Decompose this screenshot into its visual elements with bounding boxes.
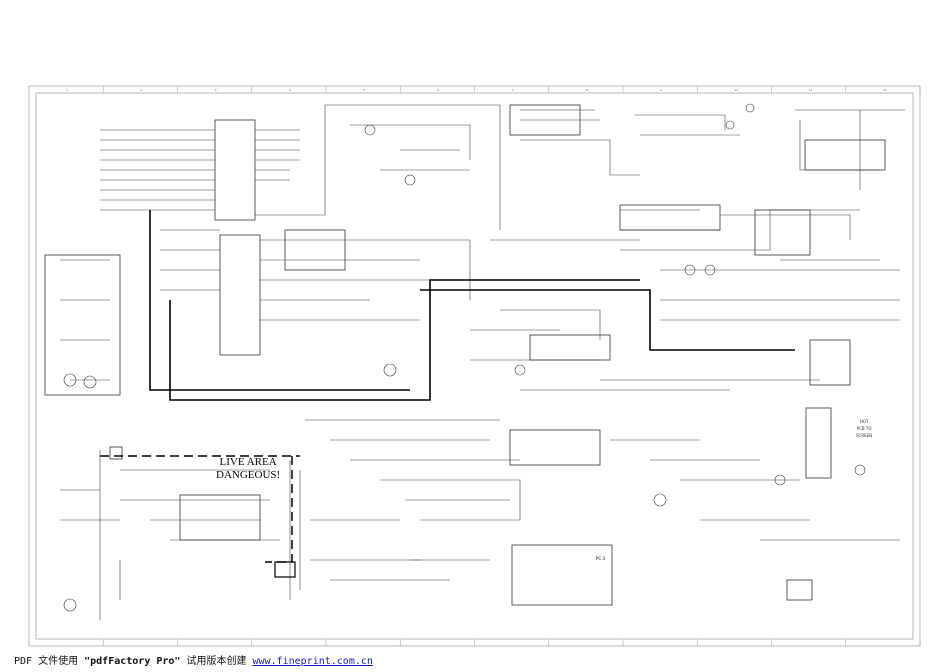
frame-column-label: 2 — [140, 88, 142, 92]
footer-product: "pdfFactory Pro" — [84, 656, 181, 667]
live-area-line-1: LIVE AREA — [219, 456, 277, 468]
note-line-3: SCREEN — [856, 433, 873, 438]
frame-column-label: 3 — [215, 88, 217, 92]
frame-column-label: 10 — [734, 88, 738, 92]
components — [63, 103, 866, 612]
note-line-1: HOT — [859, 419, 869, 424]
footer-prefix: PDF 文件使用 — [14, 656, 85, 667]
frame-column-label: 6 — [437, 88, 439, 92]
frame-column-label: 1 — [66, 88, 68, 92]
wires — [60, 104, 905, 620]
live-area-boundary — [100, 455, 300, 578]
frame-column-label: 4 — [289, 88, 291, 92]
frame-column-label: 12 — [883, 88, 887, 92]
footer-suffix: 试用版本创建 — [180, 656, 253, 667]
frame-column-label: 5 — [363, 88, 365, 92]
pcb-note: HOT PCB TO SCREEN — [856, 418, 872, 439]
ic-chips — [44, 104, 886, 606]
frame-column-label: 11 — [809, 88, 813, 92]
pc-label: PC 3 — [596, 556, 606, 561]
frame-ticks — [102, 86, 921, 646]
footer-watermark: PDF 文件使用 "pdfFactory Pro" 试用版本创建 www.fin… — [14, 652, 373, 667]
live-area-warning: LIVE AREA DANGEOUS! — [216, 456, 280, 482]
frame-column-label: 9 — [660, 88, 662, 92]
footer-link[interactable]: www.fineprint.com.cn — [252, 656, 373, 667]
live-area-line-2: DANGEOUS! — [216, 469, 281, 481]
frame-column-label: 7 — [512, 88, 514, 92]
bus-lines — [149, 210, 795, 401]
frame-column-label: 8 — [586, 88, 588, 92]
note-line-2: PCB TO — [856, 426, 872, 431]
